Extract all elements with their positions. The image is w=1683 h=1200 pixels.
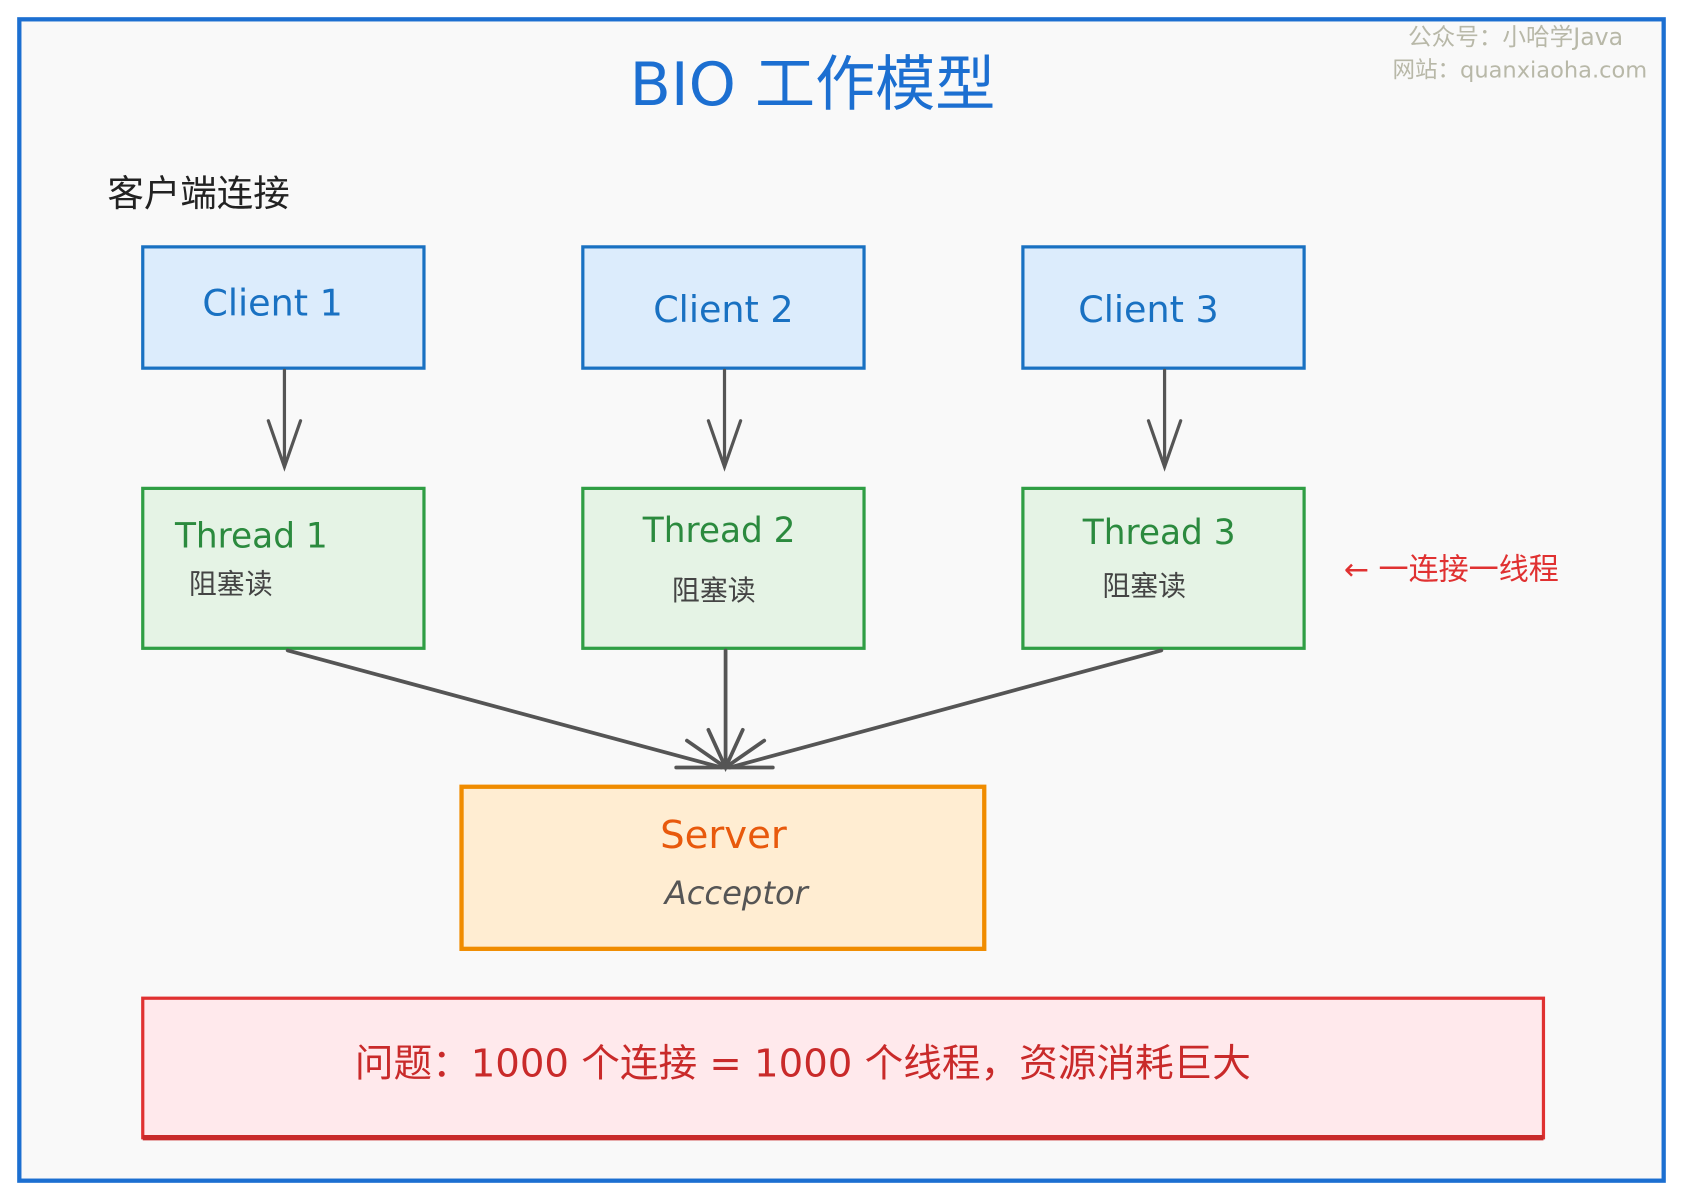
arrow-line: [285, 648, 724, 770]
thread-server-arrows: [285, 648, 1164, 772]
thread-sublabel: 阻塞读: [672, 574, 756, 607]
section-label: 客户端连接: [107, 172, 289, 215]
thread-box-3: Thread 3 阻塞读: [1021, 486, 1306, 650]
arrow-line: [727, 648, 1164, 770]
problem-text: 问题：1000 个连接 = 1000 个线程，资源消耗巨大: [355, 1042, 1251, 1087]
client-label: Client 1: [202, 282, 342, 325]
client-label: Client 3: [1078, 288, 1218, 331]
thread-sublabel: 阻塞读: [1102, 570, 1186, 603]
problem-box: 问题：1000 个连接 = 1000 个线程，资源消耗巨大: [141, 996, 1546, 1141]
watermark-line2: 网站：quanxiaoha.com: [1392, 57, 1647, 83]
thread-box-2: Thread 2 阻塞读: [581, 486, 866, 650]
client-label: Client 2: [653, 288, 793, 331]
watermark-line1: 公众号：小哈学Java: [1408, 23, 1623, 51]
server-label: Server: [660, 813, 787, 858]
server-box: Server Acceptor: [459, 784, 987, 951]
client-box-2: Client 2: [581, 245, 866, 370]
thread-label: Thread 2: [642, 511, 796, 551]
thread-label: Thread 3: [1082, 513, 1236, 553]
thread-sublabel: 阻塞读: [189, 568, 273, 601]
client-thread-arrows: [266, 368, 1183, 472]
server-sublabel: Acceptor: [663, 874, 810, 912]
annotation-one-thread-per-connection: ← 一连接一线程: [1344, 553, 1559, 588]
thread-label: Thread 1: [174, 516, 328, 556]
thread-box-1: Thread 1 阻塞读: [141, 486, 426, 650]
arrow-down-icon: [266, 368, 303, 472]
client-box-3: Client 3: [1021, 245, 1306, 370]
client-box-1: Client 1: [141, 245, 426, 370]
arrow-down-icon: [706, 368, 743, 472]
arrowhead-icon: [674, 727, 775, 772]
diagram-title: BIO 工作模型: [630, 50, 996, 120]
arrow-down-icon: [1146, 368, 1183, 472]
